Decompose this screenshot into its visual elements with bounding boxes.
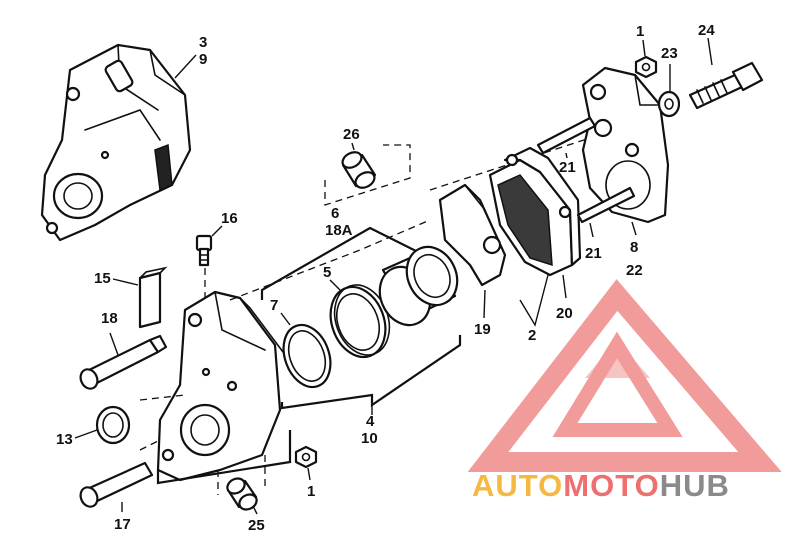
label-8: 8 xyxy=(630,239,638,256)
bracket-lower-outer xyxy=(156,430,292,485)
label-19: 19 xyxy=(474,321,491,338)
label-26: 26 xyxy=(343,126,360,143)
leader-25 xyxy=(252,505,258,515)
leader-20 xyxy=(562,274,567,299)
mounting-bracket-8 xyxy=(581,66,670,224)
label-5: 5 xyxy=(323,264,331,281)
watermark-text: AUTOMOTOHUB xyxy=(472,468,730,503)
label-25: 25 xyxy=(248,517,265,534)
mounting-pin-lower xyxy=(79,461,154,508)
leader-18 xyxy=(109,332,119,356)
label-1a: 1 xyxy=(636,23,644,40)
leader-19 xyxy=(483,289,486,319)
nut-1-upper xyxy=(634,55,658,79)
label-3: 3 xyxy=(199,34,207,51)
caliper-body xyxy=(156,290,284,482)
washer-23 xyxy=(657,90,681,118)
label-2: 2 xyxy=(528,327,536,344)
leader-5 xyxy=(329,279,341,291)
leader-2 xyxy=(519,274,549,327)
watermark-hub: HUB xyxy=(660,468,730,503)
leader-8 xyxy=(631,221,637,236)
bolt-24 xyxy=(688,61,764,110)
label-23: 23 xyxy=(661,45,678,62)
leader-7 xyxy=(280,312,291,326)
dash-13b xyxy=(139,439,161,451)
mounting-pin-upper xyxy=(79,334,168,390)
leader-3 xyxy=(174,54,197,79)
guide-pin-21-lower xyxy=(576,186,636,224)
dash-26-box xyxy=(324,144,411,206)
leader-16 xyxy=(211,225,223,237)
pad-plate-19 xyxy=(438,183,507,287)
bracket-4-10 xyxy=(280,335,462,410)
label-17: 17 xyxy=(114,516,131,533)
leader-1a xyxy=(642,39,646,57)
sleeve-25 xyxy=(226,477,258,511)
bleeder-valve xyxy=(195,234,213,267)
label-9: 9 xyxy=(199,51,207,68)
label-24: 24 xyxy=(698,22,715,39)
brake-pads-2 xyxy=(488,146,582,277)
dash-13 xyxy=(139,394,186,401)
label-7: 7 xyxy=(270,297,278,314)
label-10: 10 xyxy=(361,430,378,447)
caliper-housing-top xyxy=(40,43,192,242)
leader-1b xyxy=(307,467,311,481)
label-18: 18 xyxy=(101,310,118,327)
piston-seal-5 xyxy=(329,284,391,359)
watermark-auto: AUTO xyxy=(472,468,563,503)
leader-21b xyxy=(589,222,594,238)
label-21a: 21 xyxy=(559,159,576,176)
label-16: 16 xyxy=(221,210,238,227)
seal-ring-13 xyxy=(95,405,131,445)
label-13: 13 xyxy=(56,431,73,448)
label-22: 22 xyxy=(626,262,643,279)
o-ring-7 xyxy=(282,323,332,389)
label-4: 4 xyxy=(366,413,375,430)
label-6: 6 xyxy=(331,205,339,222)
piston xyxy=(378,245,459,327)
label-1b: 1 xyxy=(307,483,315,500)
leader-15 xyxy=(112,278,139,286)
sleeve-26 xyxy=(341,151,377,189)
label-18a: 18A xyxy=(325,222,353,239)
guide-pin-21-upper xyxy=(536,116,597,155)
nut-1-lower xyxy=(294,445,318,469)
block-part xyxy=(138,266,168,329)
leader-13 xyxy=(74,429,98,439)
watermark-moto: MOTO xyxy=(563,468,659,503)
label-20: 20 xyxy=(556,305,573,322)
automotohub-logo xyxy=(467,279,782,472)
label-21b: 21 xyxy=(585,245,602,262)
leader-21a xyxy=(565,152,568,159)
leader-26 xyxy=(351,142,355,151)
label-15: 15 xyxy=(94,270,111,287)
leader-24 xyxy=(707,37,713,66)
